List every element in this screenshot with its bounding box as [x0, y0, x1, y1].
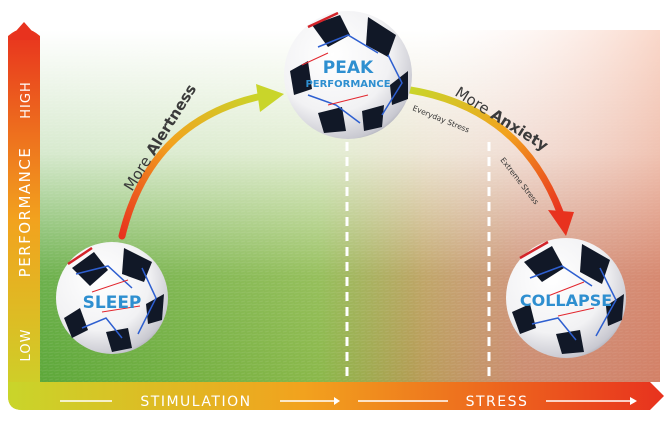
x-axis-pointer-left-head: [334, 397, 340, 405]
sleep-label: SLEEP: [83, 293, 142, 313]
alertness-arrow: [118, 92, 266, 240]
y-axis-low-label: LOW: [19, 329, 34, 362]
x-axis-bar: [8, 382, 664, 410]
y-axis-high-label: HIGH: [19, 81, 34, 118]
peak-label-line1: PEAK: [323, 58, 374, 78]
collapse-ball: COLLAPSE: [506, 238, 626, 358]
x-axis-pointer-right-head: [630, 397, 637, 405]
sleep-ball: SLEEP: [56, 242, 168, 354]
y-axis-arrowhead: [8, 22, 40, 40]
peak-performance-ball: PEAK PERFORMANCE: [284, 11, 412, 139]
peak-label-line2: PERFORMANCE: [305, 79, 390, 90]
anxiety-arrow: [406, 86, 564, 216]
y-axis-bar: [8, 29, 40, 410]
x-axis-stimulation-label: STIMULATION: [140, 394, 251, 410]
anxiety-arrowhead: [548, 210, 574, 236]
alertness-arrowhead: [256, 84, 284, 112]
y-axis-title: PERFORMANCE: [16, 147, 34, 278]
x-axis-stress-label: STRESS: [466, 394, 529, 410]
collapse-label: COLLAPSE: [520, 291, 612, 310]
